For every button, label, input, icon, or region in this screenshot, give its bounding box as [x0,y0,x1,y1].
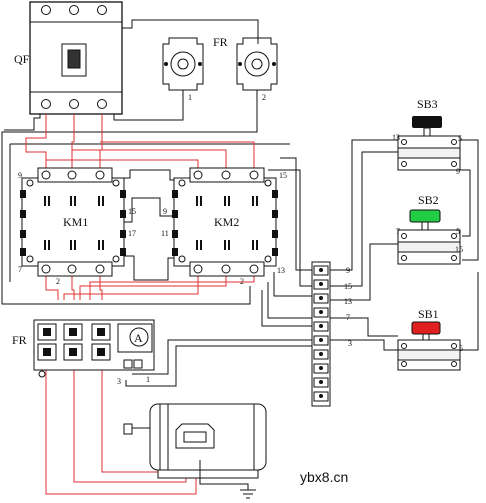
fr-terminal-2: 2 [262,93,266,102]
block-terminal-9: 9 [346,266,350,275]
km1-label: KM1 [63,215,88,229]
sb3-terminal-13: 13 [392,133,400,142]
km1-terminal-7: 7 [18,265,22,274]
km1-terminal-2: 2 [56,277,60,286]
qf-label: QF [14,52,30,66]
sb2-terminal-15: 15 [455,245,463,254]
fr-terminal-1: 1 [188,93,192,102]
fr-top-relay [162,37,278,91]
km2-terminal-2: 2 [240,277,244,286]
km2-label: KM2 [214,215,239,229]
qf-breaker [29,1,123,115]
sb3-button[interactable] [397,116,461,171]
sb2-label: SB2 [418,193,439,207]
fr-top-label: FR [213,35,228,49]
ammeter-label: A [134,331,143,345]
motor-icon [123,403,267,479]
km2-terminal-15: 15 [279,171,287,180]
km2-terminal-11: 11 [161,229,169,238]
km2-terminal-13: 13 [277,266,285,275]
block-terminal-3: 3 [348,339,352,348]
fr-bottom-label: FR [12,333,27,347]
block-terminal-7: 7 [346,313,350,322]
terminal-block [311,261,331,407]
watermark: ybx8.cn [300,469,348,485]
fr-bottom-relay [33,319,155,378]
sb1-label: SB1 [418,307,439,321]
km1-terminal-9: 9 [18,171,22,180]
fr-bottom-terminal-1: 1 [146,375,150,384]
sb2-terminal-7: 7 [396,227,400,236]
km1-contactor [20,167,126,277]
sb1-button[interactable] [397,321,461,371]
km1-terminal-17: 17 [128,229,136,238]
km1-terminal-15: 15 [128,207,136,216]
fr-bottom-terminal-3: 3 [117,377,121,386]
block-terminal-13: 13 [344,297,352,306]
sb2-terminal-5: 5 [456,227,460,236]
km2-terminal-9: 9 [163,207,167,216]
block-terminal-15: 15 [344,282,352,291]
sb1-terminal-5: 5 [459,344,463,353]
sb3-terminal-9: 9 [456,167,460,176]
km2-contactor [172,167,278,277]
sb3-terminal-5: 5 [458,134,462,143]
ground-icon [199,460,256,499]
control-wires [1,19,479,387]
sb2-button[interactable] [397,209,461,265]
sb3-label: SB3 [417,97,438,111]
ammeter-icon [129,327,149,347]
